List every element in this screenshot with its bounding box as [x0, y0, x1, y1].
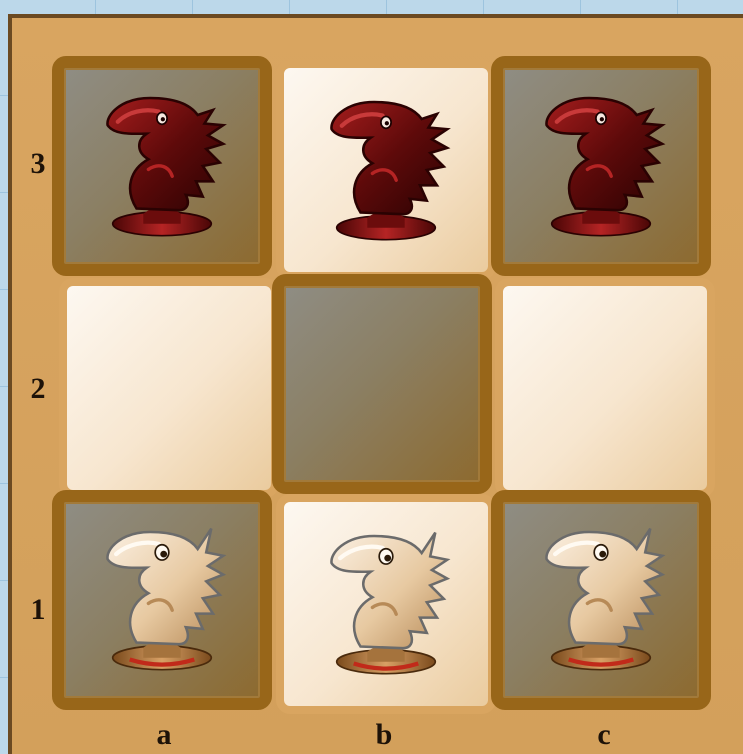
square-c2[interactable]	[495, 278, 715, 498]
black-knight-icon[interactable]	[64, 68, 260, 264]
square-a2[interactable]	[59, 278, 279, 498]
white-knight-icon[interactable]	[284, 502, 488, 706]
white-knight-icon[interactable]	[64, 502, 260, 698]
square-b1[interactable]	[276, 494, 496, 714]
square-c1[interactable]	[491, 490, 711, 710]
file-label-a: a	[144, 720, 184, 750]
square-a1[interactable]	[52, 490, 272, 710]
file-label-b: b	[364, 720, 404, 750]
square-b3[interactable]	[276, 60, 496, 280]
square-a3[interactable]	[52, 56, 272, 276]
white-knight-icon[interactable]	[503, 502, 699, 698]
chess-board: 3 2 1 a b c	[8, 14, 743, 754]
square-b2[interactable]	[272, 274, 492, 494]
black-knight-icon[interactable]	[284, 68, 488, 272]
rank-label-2: 2	[26, 374, 50, 404]
square-c3[interactable]	[491, 56, 711, 276]
rank-label-1: 1	[26, 595, 50, 625]
black-knight-icon[interactable]	[503, 68, 699, 264]
file-label-c: c	[584, 720, 624, 750]
rank-label-3: 3	[26, 149, 50, 179]
